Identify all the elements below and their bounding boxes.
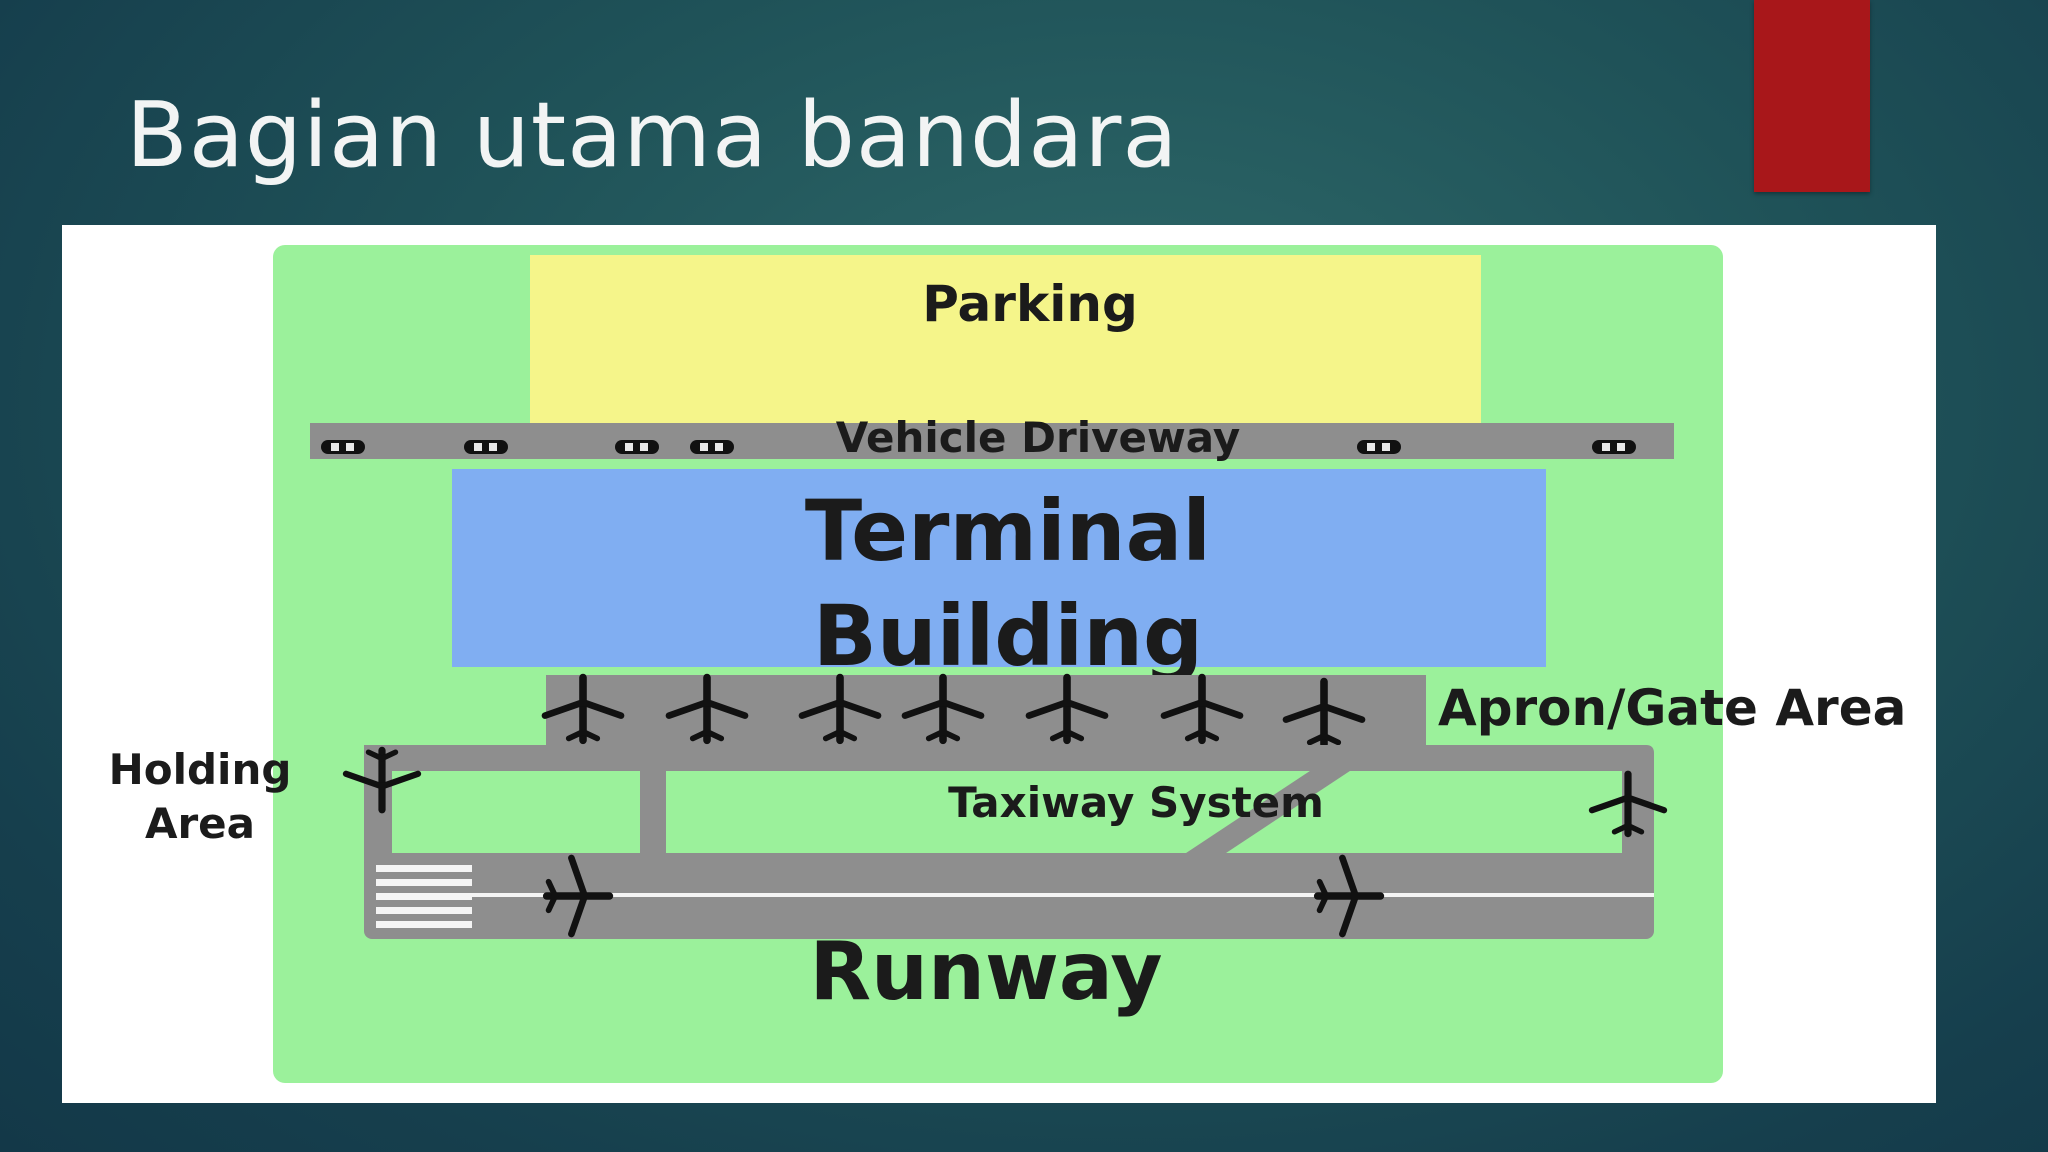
holding-area-label-line2: Area <box>145 799 255 848</box>
apron-label: Apron/Gate Area <box>1438 679 1906 737</box>
accent-bar <box>1754 0 1870 192</box>
vehicle-driveway-label: Vehicle Driveway <box>836 413 1240 462</box>
car-icon <box>690 440 734 454</box>
airport-diagram-svg: Parking Vehicle Driveway Terminal Buildi… <box>109 245 1906 1083</box>
terminal-label-line1: Terminal <box>805 482 1211 580</box>
runway <box>364 857 1654 939</box>
taxiway-system <box>364 745 1654 865</box>
car-icon <box>1592 440 1636 454</box>
runway-label: Runway <box>809 925 1162 1018</box>
taxiway-label: Taxiway System <box>948 778 1324 827</box>
airport-diagram: Parking Vehicle Driveway Terminal Buildi… <box>62 225 1936 1103</box>
car-icon <box>321 440 365 454</box>
vehicle-driveway <box>310 423 1674 459</box>
car-icon <box>615 440 659 454</box>
parking-area <box>530 255 1481 453</box>
car-icon <box>464 440 508 454</box>
terminal-label-line2: Building <box>813 587 1203 685</box>
holding-area-label-line1: Holding <box>109 745 292 794</box>
taxiway-connector <box>1180 759 1368 857</box>
terminal-building <box>452 469 1546 667</box>
car-icon <box>1357 440 1401 454</box>
runway-threshold-markings <box>376 865 472 928</box>
slide-title: Bagian utama bandara <box>126 83 1179 188</box>
parking-label: Parking <box>922 275 1137 333</box>
